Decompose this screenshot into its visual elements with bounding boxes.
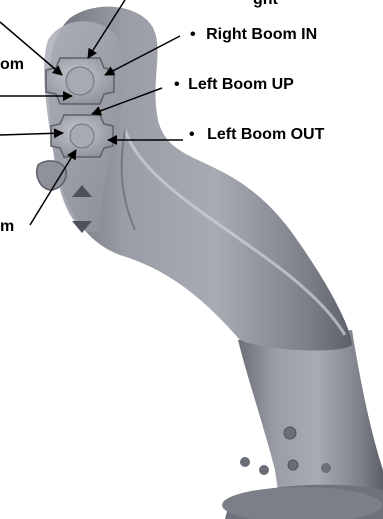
label-left-boom-up: • Left Boom UP (174, 76, 294, 94)
label-left-boom-out-text: Left Boom OUT (207, 126, 324, 143)
bullet: • (190, 26, 196, 43)
bullet: • (174, 76, 180, 93)
label-left-boom-out: • Left Boom OUT (189, 126, 324, 144)
label-left-cut-2: m (0, 218, 14, 236)
label-left-boom-up-text: Left Boom UP (188, 76, 294, 93)
label-top-cut: ght (253, 0, 278, 9)
label-right-boom-in: • Right Boom IN (190, 26, 317, 44)
joystick-stem (222, 330, 383, 519)
bullet: • (189, 126, 195, 143)
label-right-boom-in-text: Right Boom IN (206, 26, 317, 43)
label-left-cut-1: om (0, 56, 24, 74)
